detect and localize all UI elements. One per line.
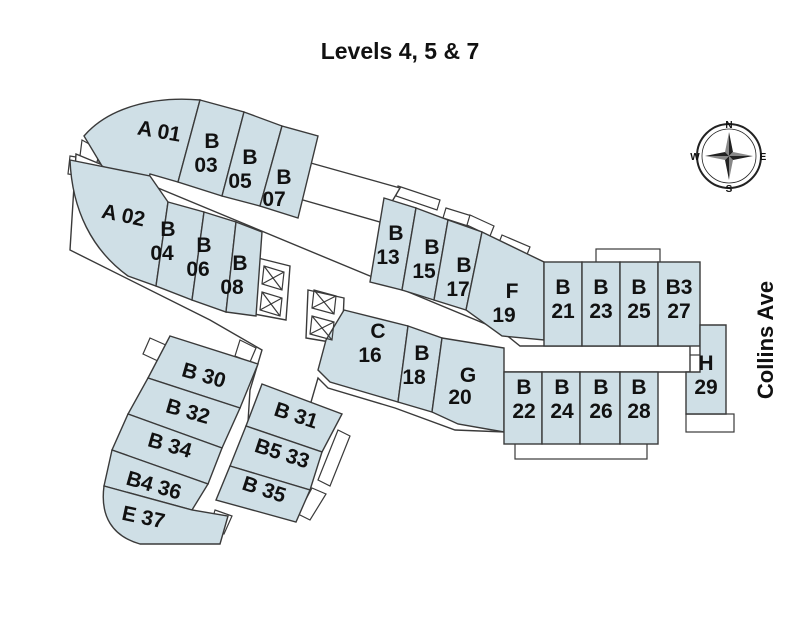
unit-g20[interactable] [431, 337, 505, 433]
unit-label: B [414, 342, 429, 365]
unit-label: 28 [627, 400, 651, 423]
unit-label: F [506, 280, 519, 303]
unit-b23[interactable] [581, 261, 621, 347]
unit-label: 29 [694, 376, 717, 399]
unit-label: B [516, 376, 531, 399]
unit-label: B [160, 218, 175, 241]
unit-label: 04 [150, 242, 174, 265]
unit-label: 13 [376, 246, 399, 269]
unit-label: B [388, 222, 403, 245]
unit-label: B [204, 130, 219, 153]
unit-a01[interactable] [83, 98, 201, 187]
unit-label: 16 [358, 344, 381, 367]
unit-label: 06 [186, 258, 209, 281]
unit-label: B [232, 252, 247, 275]
unit-e37[interactable] [102, 485, 229, 545]
unit-b24[interactable] [541, 371, 581, 445]
unit-label: B [631, 276, 646, 299]
unit-label: B [196, 234, 211, 257]
unit-b08[interactable] [225, 221, 263, 317]
unit-label: 19 [492, 304, 515, 327]
unit-label: B [242, 146, 257, 169]
unit-label: B [424, 236, 439, 259]
unit-label: B [593, 376, 608, 399]
units [69, 98, 727, 545]
compass-n: N [725, 120, 732, 131]
unit-label: 21 [551, 300, 575, 323]
core-x-marks [259, 265, 337, 341]
unit-label: G [460, 364, 476, 387]
unit-label: 23 [589, 300, 612, 323]
compass-e: E [760, 152, 767, 163]
unit-label: 24 [550, 400, 574, 423]
compass-rose-icon: N S E W [690, 120, 766, 195]
unit-b26[interactable] [579, 371, 621, 445]
unit-label: 17 [446, 278, 469, 301]
unit-b07[interactable] [259, 125, 319, 219]
compass-w: W [690, 152, 700, 163]
unit-label: 15 [412, 260, 436, 283]
floor-plan-title: Levels 4, 5 & 7 [320, 38, 480, 64]
unit-label: 08 [220, 276, 244, 299]
unit-label: B [554, 376, 569, 399]
unit-h29[interactable] [685, 324, 727, 415]
unit-label: H [698, 352, 713, 375]
unit-b35[interactable] [215, 465, 311, 523]
unit-label: B [631, 376, 646, 399]
unit-b25[interactable] [619, 261, 659, 347]
unit-label: 26 [589, 400, 612, 423]
unit-label: 22 [512, 400, 535, 423]
unit-label: B [456, 254, 471, 277]
unit-label: B3 [666, 276, 693, 299]
compass-s: S [726, 184, 733, 195]
unit-label: B [593, 276, 608, 299]
unit-label: 05 [228, 170, 252, 193]
unit-label: C [370, 320, 385, 343]
unit-label: 27 [667, 300, 690, 323]
unit-f19[interactable] [465, 230, 545, 341]
unit-label: B [276, 166, 291, 189]
unit-label: 03 [194, 154, 217, 177]
unit-b28[interactable] [619, 371, 659, 445]
unit-label: 25 [627, 300, 651, 323]
unit-label: B [555, 276, 570, 299]
unit-label: 18 [402, 366, 426, 389]
unit-label: 07 [262, 188, 285, 211]
unit-b327[interactable] [657, 261, 701, 347]
unit-label: 20 [448, 386, 471, 409]
